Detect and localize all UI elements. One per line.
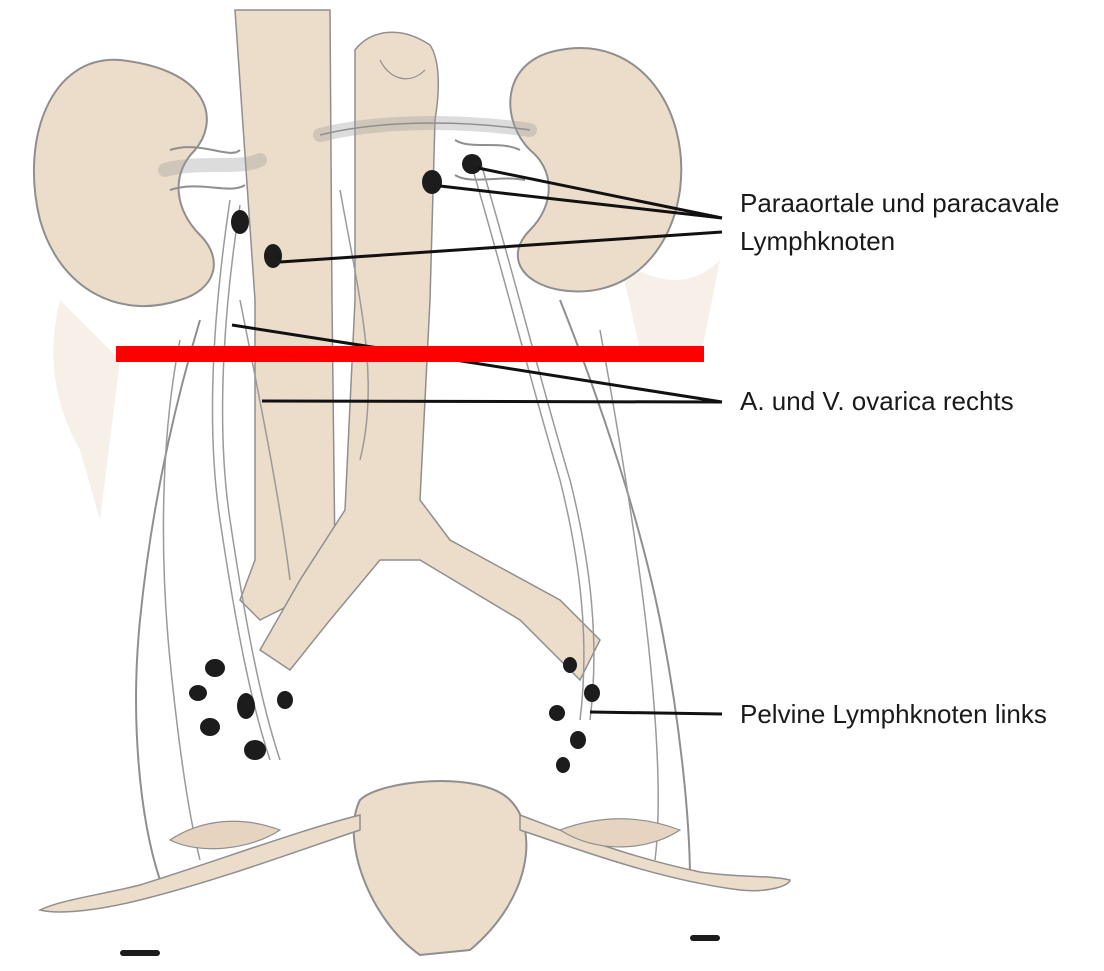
vena-cava (235, 10, 335, 620)
label-pelvine: Pelvine Lymphknoten links (740, 697, 1047, 731)
uterus (354, 781, 527, 955)
label-paraaortal-line1: Paraaortale und paracavale (740, 186, 1059, 220)
label-ovarica: A. und V. ovarica rechts (740, 384, 1014, 418)
red-marker-line (116, 346, 704, 362)
right-kidney (34, 60, 245, 306)
label-paraaortal-line2: Lymphknoten (740, 224, 895, 258)
